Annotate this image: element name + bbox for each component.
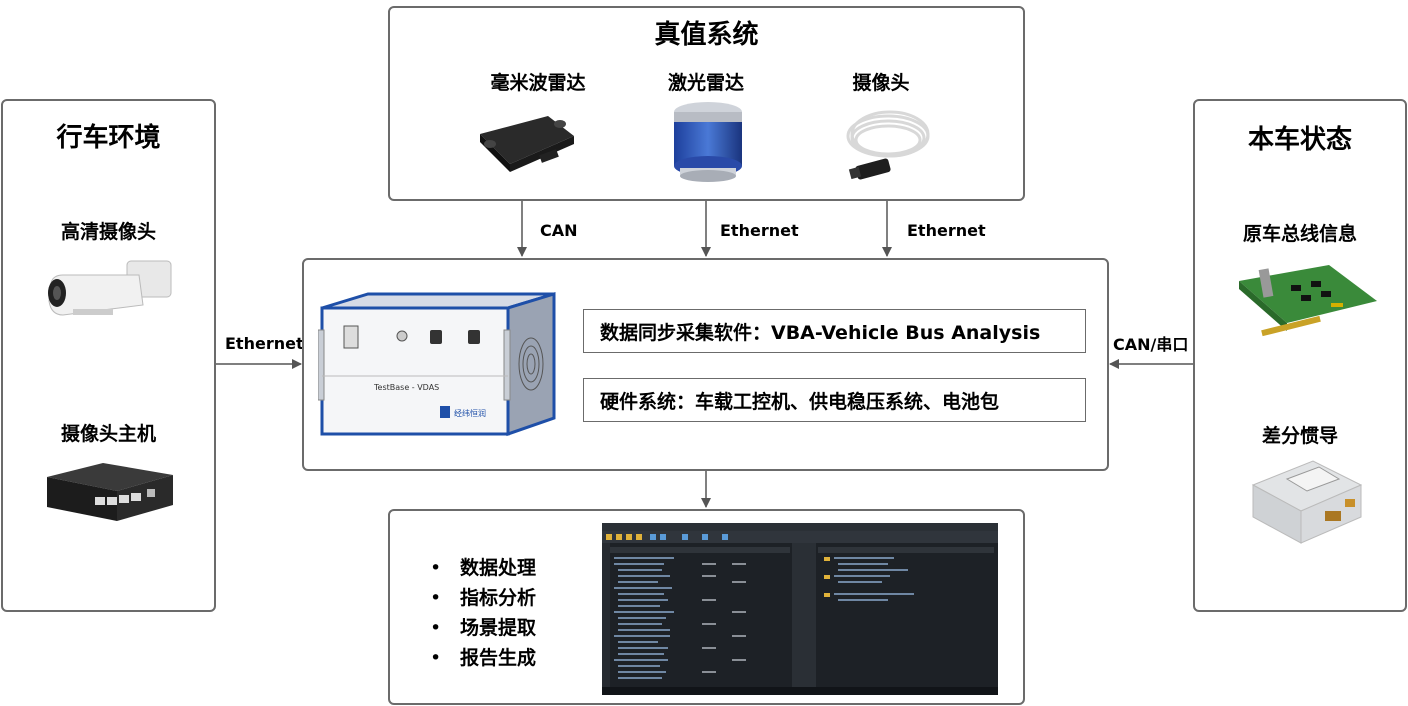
driving-env-title: 行车环境 (56, 123, 161, 153)
can-card-image (1239, 265, 1377, 337)
vdas-device-image: TestBase - VDAS 经纬恒润 (318, 291, 556, 437)
mmwave-radar-label: 毫米波雷达 (490, 72, 586, 94)
task-list: 数据处理 指标分析 场景提取 报告生成 (430, 553, 536, 673)
device-model-text: TestBase - VDAS (373, 383, 439, 392)
lidar-label: 激光雷达 (667, 72, 744, 94)
task-item: 场景提取 (430, 613, 536, 643)
edge-label-ethernet-lidar: Ethernet (720, 221, 799, 240)
camera-host-image (47, 463, 173, 521)
lidar-image (674, 102, 742, 182)
hardware-box: 硬件系统：车载工控机、供电稳压系统、电池包 (583, 378, 1086, 422)
vehicle-state-panel: 本车状态 原车总线信息 差分惯导 (1193, 99, 1407, 612)
diff-ins-label: 差分惯导 (1261, 425, 1338, 447)
device-brand-text: 经纬恒润 (454, 408, 486, 418)
edge-label-can-serial: CAN/串口 (1113, 335, 1189, 354)
acquisition-system-panel: TestBase - VDAS 经纬恒润 数据同步采集软件：VBA-Vehicl… (302, 258, 1109, 471)
ground-truth-title: 真值系统 (654, 20, 759, 50)
vehicle-state-title: 本车状态 (1247, 125, 1352, 155)
software-box: 数据同步采集软件：VBA-Vehicle Bus Analysis (583, 309, 1086, 353)
ins-device-image (1251, 460, 1363, 544)
ground-truth-panel: 真值系统 毫米波雷达 激光雷达 摄像头 (388, 6, 1025, 201)
driving-env-panel: 行车环境 高清摄像头 摄像头主机 (1, 99, 216, 612)
hd-camera-image (48, 260, 172, 316)
software-screenshot (602, 523, 998, 695)
task-item: 指标分析 (430, 583, 536, 613)
camera-label: 摄像头 (852, 72, 910, 94)
camera-cable-image (846, 110, 930, 180)
edge-label-ethernet-env: Ethernet (225, 334, 304, 353)
edge-label-ethernet-camera: Ethernet (907, 221, 986, 240)
hd-camera-label: 高清摄像头 (60, 221, 156, 243)
mmwave-radar-image (480, 116, 574, 172)
camera-host-label: 摄像头主机 (60, 423, 156, 445)
task-item: 报告生成 (430, 643, 536, 673)
edge-label-can: CAN (540, 221, 578, 240)
task-item: 数据处理 (430, 553, 536, 583)
analysis-panel: 数据处理 指标分析 场景提取 报告生成 (388, 509, 1025, 705)
vehicle-bus-label: 原车总线信息 (1242, 223, 1357, 245)
